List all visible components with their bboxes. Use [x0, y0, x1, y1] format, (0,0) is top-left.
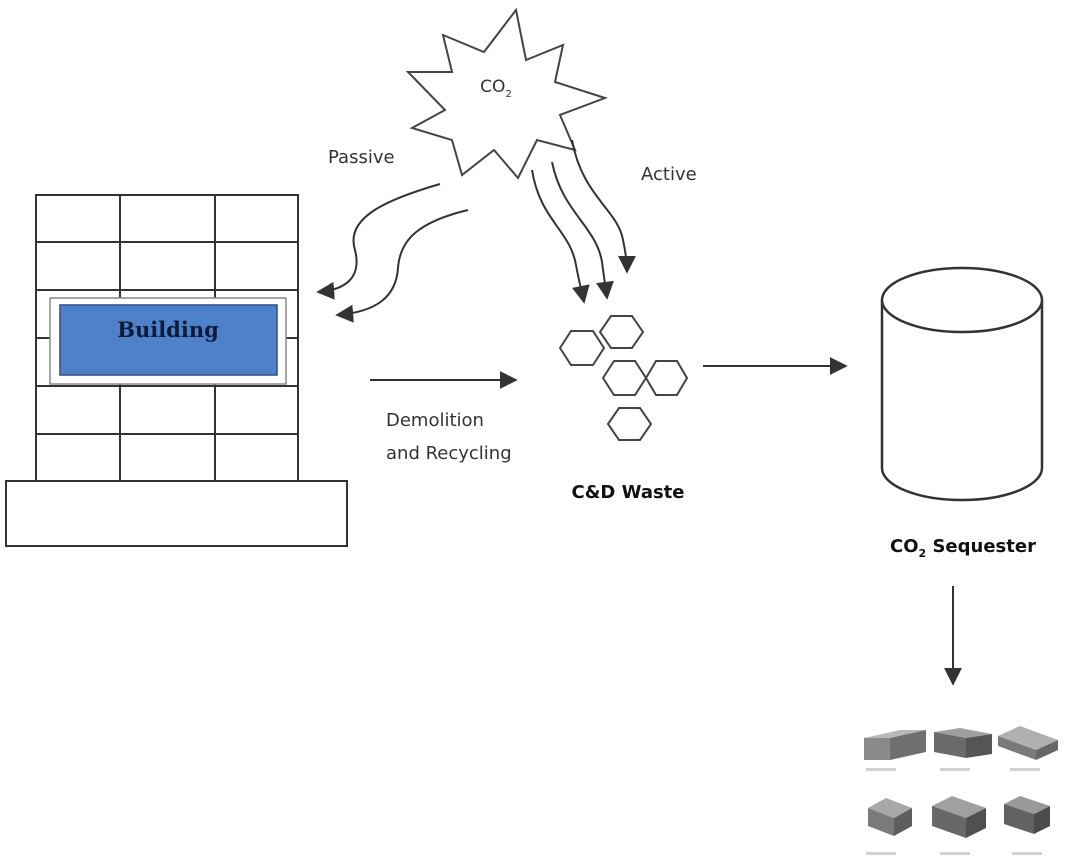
concrete-block-icon	[866, 798, 912, 855]
concrete-block-icon	[1004, 796, 1050, 855]
svg-text:and Recycling: and Recycling	[386, 443, 512, 464]
sequester-subscript: 2	[919, 547, 927, 560]
co2-starburst-icon	[405, 7, 609, 180]
cylinder-top	[880, 266, 1044, 334]
building-label: Building	[117, 317, 219, 342]
aggregate-hex-5	[606, 407, 653, 441]
svg-text:CO2: CO2	[480, 77, 512, 100]
building-panel	[59, 304, 278, 376]
concrete-block-icon	[998, 726, 1058, 771]
sequester-co-label: CO	[890, 536, 919, 557]
demolition-label-line2: and Recycling	[386, 443, 512, 464]
cylinder-body	[880, 300, 1044, 502]
co2-subscript: 2	[505, 89, 511, 100]
cylinder-icon	[880, 266, 1044, 502]
concrete-products	[864, 726, 1058, 855]
active-label: Active	[641, 164, 697, 185]
passive-label: Passive	[328, 147, 395, 168]
co2-label: CO	[480, 77, 505, 97]
svg-text:Demolition: Demolition	[386, 410, 484, 431]
passive-arrow-1	[316, 183, 441, 300]
sequester-label: Sequester	[926, 536, 1036, 557]
aggregate-hex-1	[558, 330, 606, 366]
aggregate-hex-4	[644, 360, 689, 396]
building-structure: Building	[5, 194, 348, 547]
co2-source: CO2	[405, 7, 609, 180]
aggregate-hex-3	[601, 360, 648, 396]
concrete-block-icon	[864, 730, 926, 771]
svg-text:CO2 Sequester: CO2 Sequester	[890, 536, 1036, 560]
cd-waste-label: C&D Waste	[571, 482, 684, 503]
hexagon-aggregate-icon	[558, 315, 689, 441]
active-arrow-2	[551, 161, 614, 300]
passive-arrow-2	[335, 209, 469, 323]
active-arrow-1	[531, 169, 590, 304]
building-base	[5, 480, 348, 547]
concrete-block-icon	[932, 796, 986, 855]
demolition-label-line1: Demolition	[386, 410, 484, 431]
concrete-block-icon	[934, 728, 992, 771]
active-arrow-3	[571, 139, 636, 274]
aggregate-hex-2	[598, 315, 645, 349]
